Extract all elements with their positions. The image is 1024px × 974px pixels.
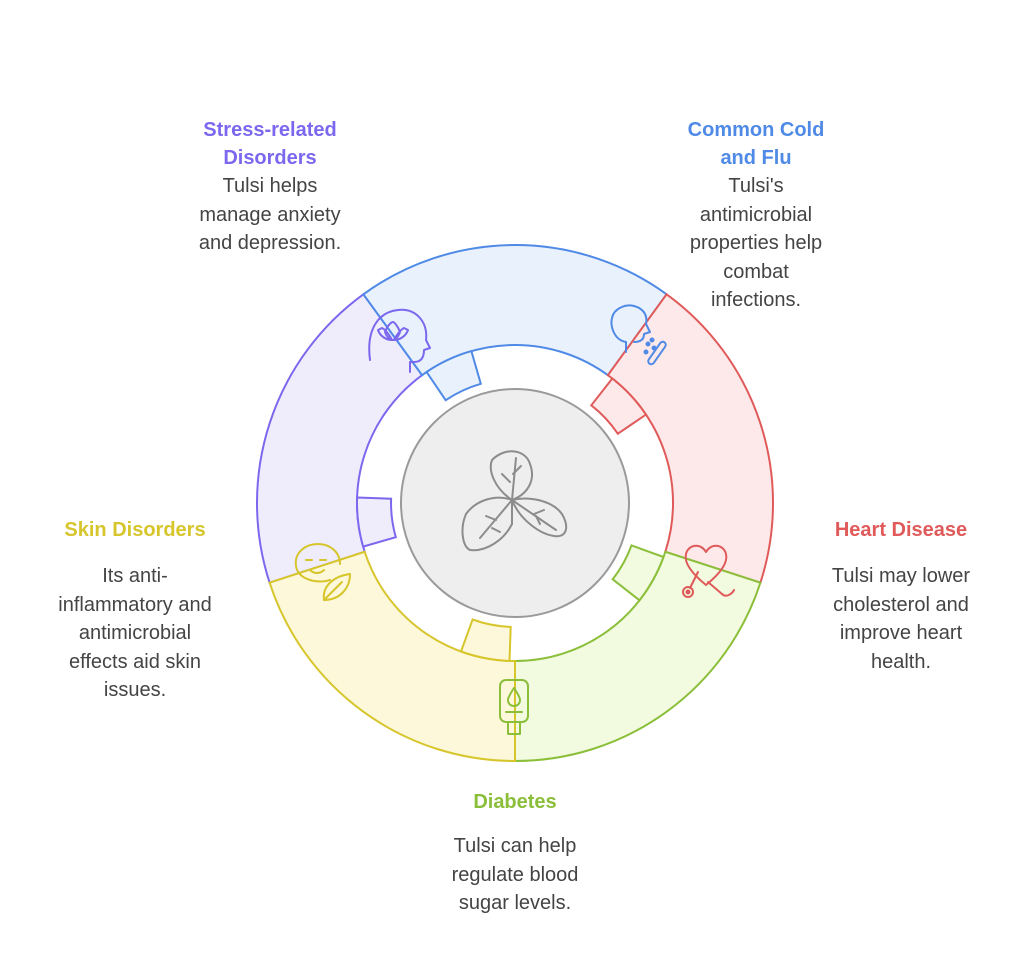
skin-desc-line: effects aid skin xyxy=(69,650,201,673)
glucose-meter-icon xyxy=(499,679,529,735)
cold-description: Tulsi's antimicrobial properties help co… xyxy=(636,172,876,315)
skin-desc-line: inflammatory and xyxy=(58,593,212,616)
cold-desc-line: Tulsi's xyxy=(728,175,784,197)
diabetes-desc-line: sugar levels. xyxy=(458,892,572,914)
stress-title-line: Stress-related xyxy=(203,119,337,141)
heart-label: Heart Disease Tulsi may lower cholestero… xyxy=(796,516,1006,676)
cold-desc-line: infections. xyxy=(710,289,802,311)
diabetes-label: Diabetes Tulsi can help regulate blood s… xyxy=(392,788,638,918)
stress-title: Stress-related Disorders xyxy=(150,116,390,172)
skin-desc-line: antimicrobial xyxy=(78,622,192,644)
segment-tab-diabetes xyxy=(611,544,665,602)
segment-heart xyxy=(606,292,774,584)
head-lotus-icon xyxy=(368,308,431,373)
skin-label: Skin Disorders Its anti- inflammatory an… xyxy=(20,516,250,705)
tulsi-leaves-icon xyxy=(461,450,568,552)
cold-title-line: and Flu xyxy=(720,147,792,169)
cold-title-line: Common Cold xyxy=(687,119,825,141)
cold-desc-line: combat xyxy=(723,260,789,283)
segment-tab-skin xyxy=(459,618,512,662)
diabetes-description: Tulsi can help regulate blood sugar leve… xyxy=(392,832,638,918)
segment-skin xyxy=(268,550,516,763)
heart-desc-line: Tulsi may lower xyxy=(831,565,971,587)
cold-desc-line: properties help xyxy=(689,232,823,254)
segment-stress xyxy=(256,292,424,584)
segment-tab-cold xyxy=(425,349,483,402)
cold-title: Common Cold and Flu xyxy=(636,116,876,172)
stress-desc-line: Tulsi helps xyxy=(222,175,318,197)
cold-desc-line: antimicrobial xyxy=(699,203,813,226)
diabetes-desc-line: Tulsi can help xyxy=(453,835,577,857)
heart-title: Heart Disease xyxy=(796,516,1006,544)
heart-stethoscope-icon xyxy=(682,544,735,598)
diabetes-desc-line: regulate blood xyxy=(451,863,579,886)
cold-label: Common Cold and Flu Tulsi's antimicrobia… xyxy=(636,116,876,315)
sneezing-face-icon xyxy=(610,304,667,366)
skin-description: Its anti- inflammatory and antimicrobial… xyxy=(20,562,250,705)
heart-title-line: Heart Disease xyxy=(834,519,968,541)
skin-title-line: Skin Disorders xyxy=(64,519,206,541)
segment-tab-stress xyxy=(356,496,398,548)
skin-title: Skin Disorders xyxy=(20,516,250,544)
heart-description: Tulsi may lower cholesterol and improve … xyxy=(796,562,1006,676)
face-leaf-icon xyxy=(294,543,351,601)
stress-description: Tulsi helps manage anxiety and depressio… xyxy=(150,172,390,258)
stress-desc-line: manage anxiety xyxy=(199,203,341,226)
stress-desc-line: and depression. xyxy=(198,232,342,254)
stress-title-line: Disorders xyxy=(223,147,317,169)
segment-diabetes xyxy=(514,550,762,763)
stress-label: Stress-related Disorders Tulsi helps man… xyxy=(150,116,390,258)
heart-desc-line: health. xyxy=(870,650,932,673)
diabetes-title: Diabetes xyxy=(392,788,638,816)
skin-desc-line: issues. xyxy=(103,679,167,701)
skin-desc-line: Its anti- xyxy=(102,565,168,587)
segment-tab-heart xyxy=(589,377,648,436)
heart-desc-line: improve heart xyxy=(839,622,963,644)
segment-cold xyxy=(362,244,668,377)
diabetes-title-line: Diabetes xyxy=(473,791,557,813)
heart-desc-line: cholesterol and xyxy=(833,593,969,616)
